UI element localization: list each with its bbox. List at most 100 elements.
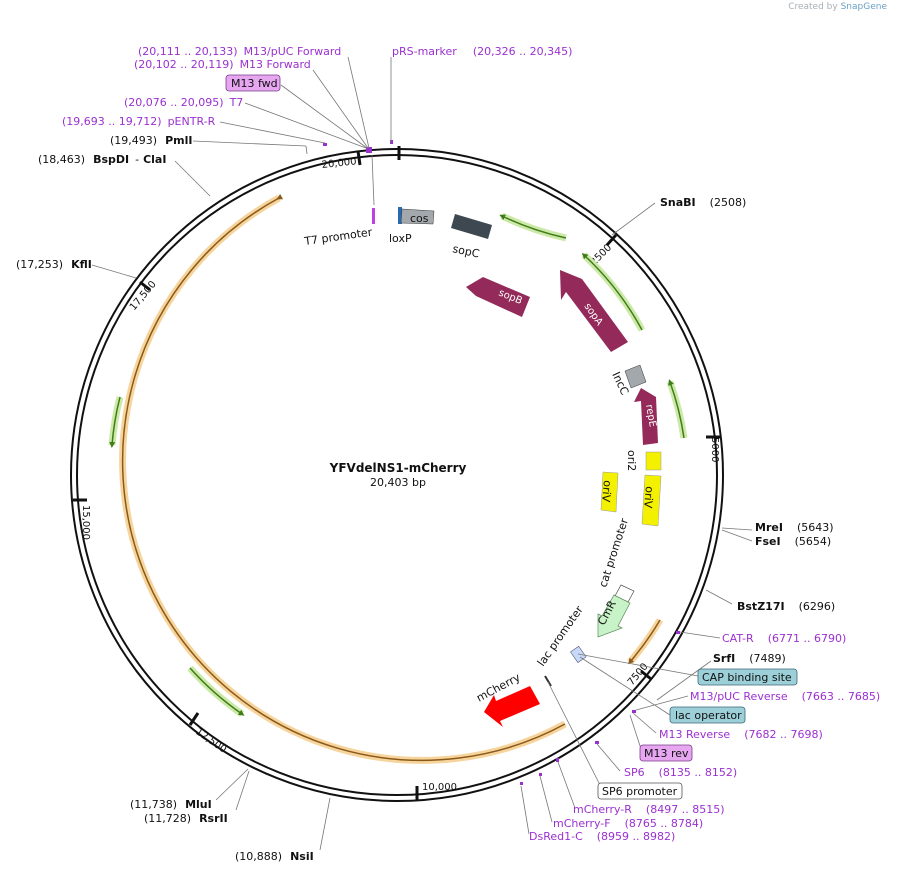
leader-fsei (721, 529, 753, 542)
primer-m13puc-forward[interactable]: (20,111 .. 20,133)M13/pUC Forward (138, 45, 341, 58)
lac-operator-box[interactable]: lac operator (669, 706, 746, 724)
sopc-shape (451, 214, 492, 239)
oriv-a-shape (600, 471, 619, 513)
primer-marks (323, 140, 680, 785)
backbone-inner-ring (76, 154, 718, 796)
orf-arc-6 (628, 619, 661, 665)
t7-promoter-mark (372, 208, 375, 224)
primer-m13-reverse[interactable]: M13 Reverse(7682 .. 7698) (659, 728, 823, 741)
leader-t7 (244, 102, 367, 149)
site-fsei[interactable]: FseI(5654) (755, 535, 831, 548)
restriction-sites: SnaBI(2508) MreI(5643) FseI(5654) BstZ17… (16, 134, 835, 863)
primer-dsred1-c[interactable]: DsRed1-C(8959 .. 8982) (529, 830, 675, 843)
primer-mark-mcherryr (556, 758, 559, 762)
backbone (70, 148, 724, 802)
sp6-promoter-box[interactable]: SP6 promoter (597, 782, 683, 800)
insert-arc-line (121, 193, 566, 762)
sp6-promoter-text: SP6 promoter (602, 785, 678, 798)
orf-arcs (108, 212, 688, 717)
lac-operator-text: lac operator (675, 709, 742, 722)
site-kfli[interactable]: (17,253)KflI (16, 258, 92, 271)
tick-label-20000: 20,000 (321, 156, 357, 171)
cap-binding-site-box[interactable]: CAP binding site (697, 668, 798, 686)
orf-arc-1 (499, 214, 567, 239)
leader-mlui (215, 768, 249, 801)
leader-m13-fwd-box (280, 84, 368, 149)
plasmid-size: 20,403 bp (370, 476, 426, 489)
credit-prefix: Created by (788, 2, 838, 12)
primer-sp6[interactable]: SP6(8135 .. 8152) (624, 766, 737, 779)
site-mrei[interactable]: MreI(5643) (755, 521, 834, 534)
m13-rev-box[interactable]: M13 rev (639, 744, 693, 762)
loxp-label: loxP (389, 232, 412, 245)
site-nsii[interactable]: (10,888)NsiI (235, 850, 314, 863)
snapgene-brand: SnapGene (840, 2, 887, 12)
leader-pentr (219, 121, 326, 144)
orf-arc-5 (189, 667, 245, 716)
leader-srfi (656, 660, 712, 701)
site-bspdi-clai[interactable]: (18,463)BspDI-ClaI (38, 153, 166, 166)
cmr-arrow (597, 594, 631, 638)
leader-snabi (611, 202, 656, 236)
leader-mcherryr (557, 761, 576, 809)
leader-catr (679, 631, 721, 639)
site-snabi[interactable]: SnaBI(2508) (660, 196, 746, 209)
repe-label: repE (643, 404, 658, 428)
cat-promoter-label: cat promoter (596, 516, 631, 589)
leader-m13rev-box (629, 714, 643, 753)
site-bstz17i[interactable]: BstZ17I(6296) (737, 600, 835, 613)
site-srfi[interactable]: SrfI(7489) (713, 652, 786, 665)
site-pmli[interactable]: (19,493)PmlI (110, 134, 192, 147)
oriv-a-label: oriV (599, 480, 614, 503)
plasmid-name: YFVdelNS1-mCherry (329, 461, 467, 475)
leader-mrei (721, 527, 753, 531)
primer-mark-sp6 (595, 741, 599, 744)
oriv-b-shape (641, 474, 662, 527)
m13-rev-text: M13 rev (644, 747, 689, 760)
site-mlui[interactable]: (11,738)MluI (130, 798, 212, 811)
cap-binding-site-text: CAP binding site (702, 671, 792, 684)
mcherry-start-mark (544, 675, 552, 687)
leader-kfli (91, 264, 137, 279)
leader-sp6 (596, 743, 621, 772)
primer-mark-prs (390, 140, 393, 144)
primer-t7[interactable]: (20,076 .. 20,095)T7 (124, 96, 243, 109)
primer-m13-forward[interactable]: (20,102 .. 20,119)M13 Forward (134, 58, 311, 71)
primer-mark-m13puc (632, 710, 636, 713)
cos-shape (400, 208, 435, 225)
primer-cat-r[interactable]: CAT-R(6771 .. 6790) (722, 632, 846, 645)
site-rsrii[interactable]: (11,728)RsrII (144, 812, 228, 825)
tick-2500 (605, 233, 618, 247)
leader-m13puc-rev (635, 695, 689, 711)
leader-nsii (319, 797, 331, 851)
mcherry-arrow (484, 686, 540, 727)
insert-arc-halo (119, 194, 567, 764)
tick-7500 (640, 669, 652, 681)
orf-arc-2 (581, 252, 643, 331)
loxp-mark (398, 207, 402, 224)
m13-fwd-box[interactable]: M13 fwd (225, 74, 281, 92)
leader-m13puc-fwd (347, 56, 370, 149)
primer-prs-marker[interactable]: pRS-marker(20,326 .. 20,345) (392, 45, 572, 58)
snapgene-credit: Created by SnapGene (788, 2, 887, 12)
primer-mcherry-r[interactable]: mCherry-R(8497 .. 8515) (573, 803, 724, 816)
cos-label: cos (410, 212, 429, 225)
sopb-arrow (466, 277, 530, 317)
primer-mark-mcherryf (539, 773, 542, 776)
boxed-labels: M13 fwd CAP binding site lac operator M1… (225, 74, 798, 800)
primer-m13puc-reverse[interactable]: M13/pUC Reverse(7663 .. 7685) (690, 690, 880, 703)
primer-mark-catr (676, 631, 680, 634)
oriv-b-label: oriV (641, 486, 656, 509)
tick-label-12500: 12,500 (193, 726, 228, 755)
tick-label-5000: 5000 (709, 437, 720, 462)
primer-mcherry-f[interactable]: mCherry-F(8765 .. 8784) (553, 817, 703, 830)
ori2-shape (645, 451, 662, 471)
leader-pmli (192, 140, 307, 147)
leader-bspdi (174, 160, 211, 197)
leader-m13-fwd (312, 69, 369, 149)
primer-mark-pentr (323, 143, 327, 146)
tick-17500 (139, 280, 151, 292)
tick-12500 (188, 712, 200, 726)
primer-pentr-r[interactable]: (19,693 .. 19,712)pENTR-R (62, 115, 216, 128)
